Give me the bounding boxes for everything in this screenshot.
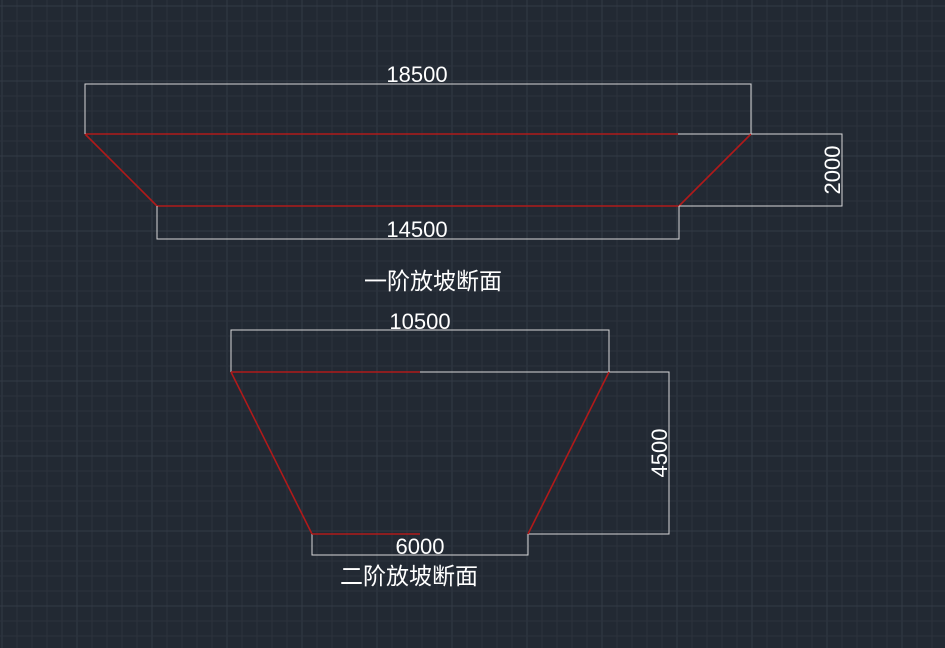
section-1-top-dimension-line (84, 83, 752, 134)
section-1-bottom-width-label: 14500 (386, 217, 447, 242)
section-2-title: 二阶放坡断面 (340, 564, 478, 590)
section-2-top-dimension-line (230, 329, 610, 372)
section-2-left-slope (230, 371, 313, 535)
section-2-bottom-dimension-line (311, 534, 529, 556)
section-1-left-slope (84, 133, 158, 207)
section-1-depth-dimension-line (679, 133, 843, 207)
section-2-depth-label: 4500 (647, 429, 672, 478)
section-2-depth-dimension-line (528, 371, 670, 535)
section-1-title: 一阶放坡断面 (364, 269, 502, 295)
section-2-right-slope (527, 371, 610, 535)
section-2-drawing: 10500 4500 6000 二阶放坡断面 (230, 309, 672, 590)
section-1-drawing: 18500 14500 2000 一阶放坡断面 (84, 62, 845, 295)
section-1-right-slope (678, 133, 752, 207)
section-2-top-width-label: 10500 (389, 309, 450, 334)
section-1-bottom-dimension-line (156, 206, 680, 240)
section-1-top-width-label: 18500 (386, 62, 447, 87)
section-1-depth-label: 2000 (820, 146, 845, 195)
section-2-bottom-width-label: 6000 (396, 534, 445, 559)
